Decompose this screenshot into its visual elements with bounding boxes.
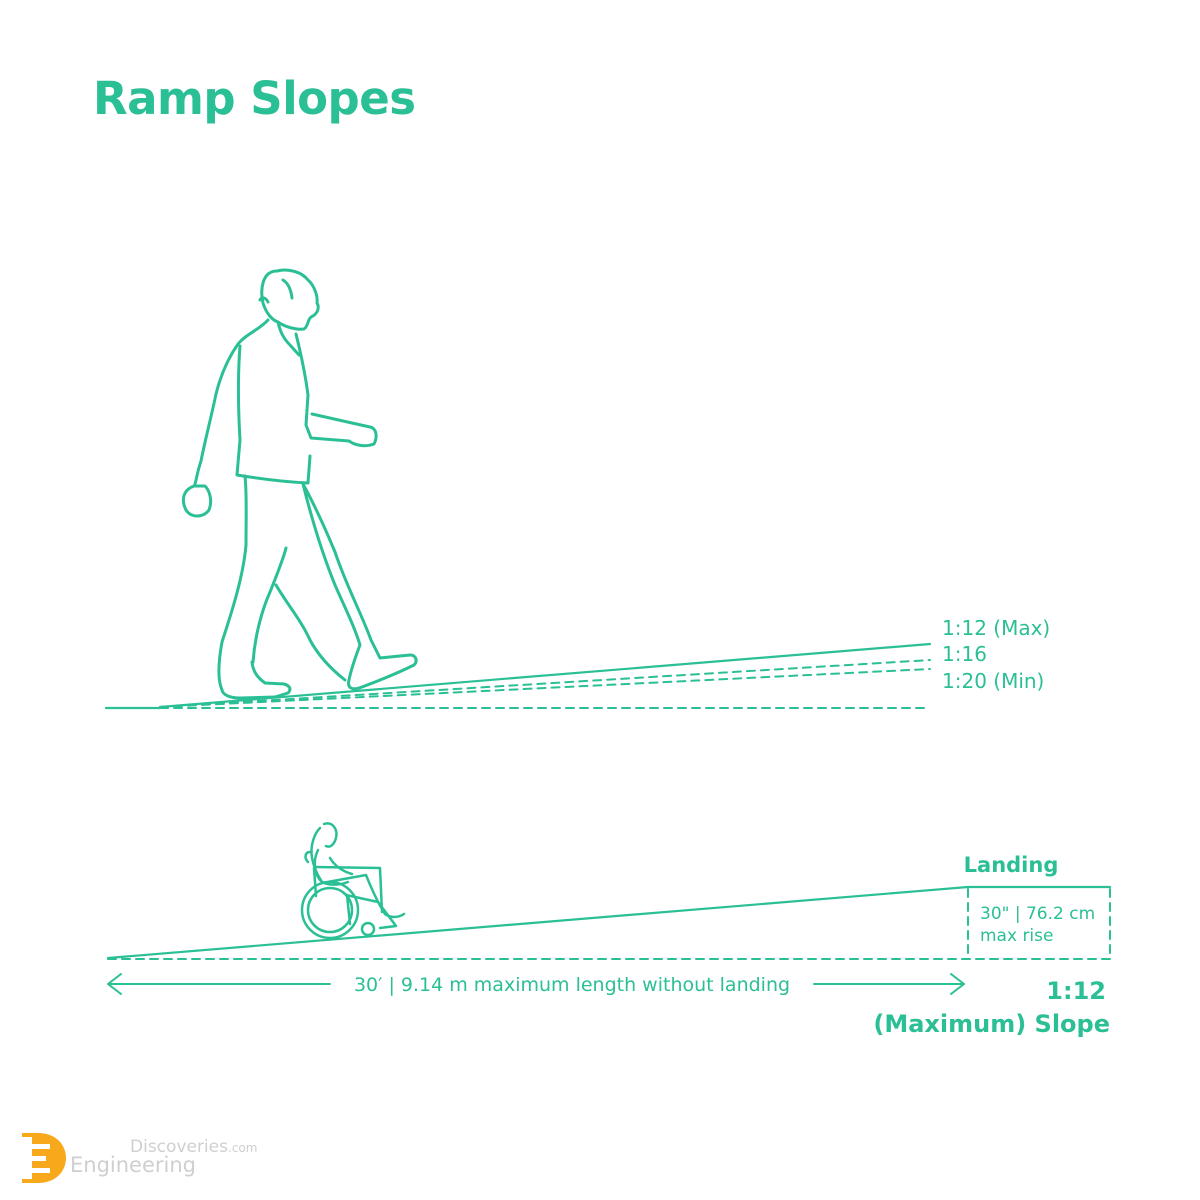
slope-value: 1:12	[1046, 977, 1106, 1005]
arrow-right-icon	[950, 973, 965, 995]
slope-label-mid: 1:16	[942, 642, 987, 666]
slope-label-min: 1:20 (Min)	[942, 669, 1044, 693]
slope-comparison	[104, 642, 932, 710]
slope-line-1-20	[159, 668, 931, 708]
wheelchair-user-icon	[300, 822, 406, 940]
rise-value: 30" | 76.2 cm	[980, 904, 1095, 924]
arrow-left-icon	[107, 973, 122, 995]
page-title: Ramp Slopes	[93, 72, 416, 125]
landing-label: Landing	[964, 853, 1059, 877]
ed-logo-icon	[20, 1133, 66, 1183]
walking-person-icon	[181, 268, 418, 700]
logo-bottom-text: Engineering	[70, 1153, 196, 1177]
rise-caption: max rise	[980, 926, 1053, 946]
slope-line-1-16	[159, 659, 931, 708]
logo-top-text: Discoveries	[130, 1137, 228, 1157]
ramp-section	[106, 885, 1112, 995]
logo-top-suffix: .com	[228, 1141, 257, 1155]
slope-line-1-12	[158, 642, 932, 709]
slope-label-max: 1:12 (Max)	[942, 616, 1050, 640]
ramp-surface-line	[106, 885, 970, 960]
length-label: 30′ | 9.14 m maximum length without land…	[354, 974, 790, 996]
engineering-discoveries-logo: Discoveries .com Engineering	[20, 1133, 257, 1183]
slope-caption: (Maximum) Slope	[873, 1010, 1110, 1038]
